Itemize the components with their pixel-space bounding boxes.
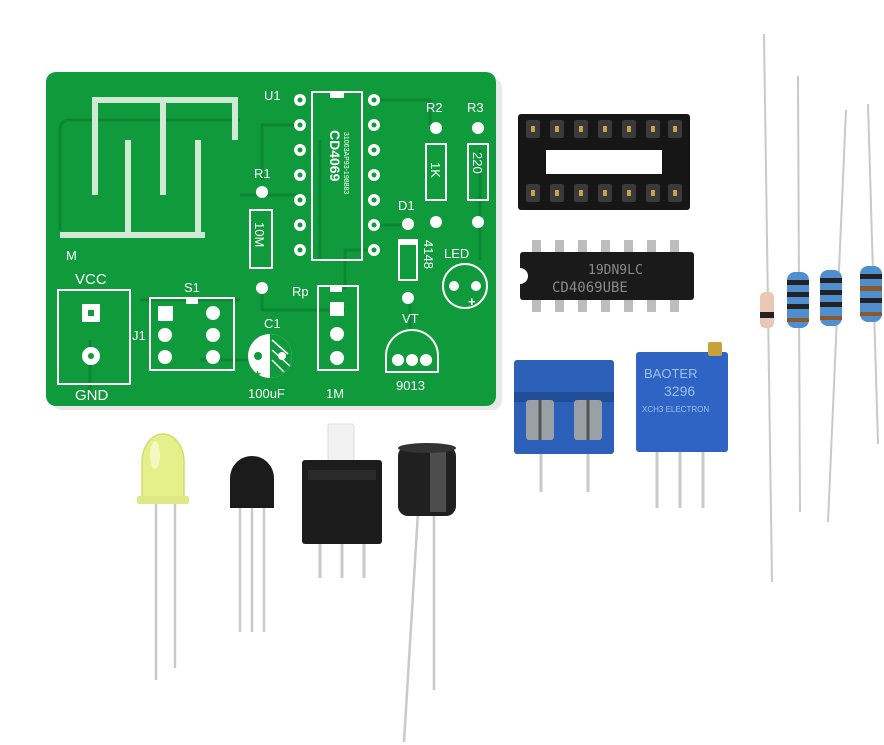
label-vcc: VCC	[75, 271, 107, 288]
push-switch	[302, 423, 382, 578]
rp-pad-3	[330, 351, 344, 365]
label-r1-value: 10M	[252, 222, 267, 247]
r1-pad-top	[256, 186, 268, 198]
screw-terminal	[514, 360, 614, 492]
transistor	[230, 456, 274, 632]
rp-pad-1	[330, 302, 344, 316]
label-ic-code: 31063AP93-198883	[342, 132, 349, 194]
j1-outline	[57, 289, 131, 385]
r3-pad-bottom	[472, 216, 484, 228]
label-r1: R1	[254, 166, 271, 181]
label-rp: Rp	[292, 284, 309, 299]
d1-pad-bottom	[402, 292, 414, 304]
r1-outline	[249, 209, 273, 269]
label-d1: D1	[398, 198, 415, 213]
trimmer-marking-line1: BAOTER	[644, 366, 697, 381]
label-r3-value: 220	[470, 152, 485, 174]
r2-pad-top	[430, 122, 442, 134]
vt-pad-3	[420, 354, 432, 366]
trimmer-marking-line2: 3296	[664, 383, 695, 399]
r3-outline	[467, 143, 489, 201]
r1-pad-bottom	[256, 282, 268, 294]
d1-band	[399, 240, 417, 245]
label-r2: R2	[426, 100, 443, 115]
label-m: M	[66, 248, 77, 263]
label-c1-value: 100uF	[248, 386, 285, 401]
ic-chip: 19DN9LC CD4069UBE	[520, 240, 694, 312]
label-u1: U1	[264, 88, 281, 103]
led	[137, 433, 189, 680]
label-j1: J1	[132, 328, 146, 343]
resistor-2	[820, 109, 847, 523]
chip-marking-line2: CD4069UBE	[552, 280, 628, 296]
led-pad-1	[449, 281, 459, 291]
rp-pad-2	[330, 327, 344, 341]
vt-outline	[385, 329, 439, 373]
pcb-traces	[58, 98, 482, 400]
d1-pad-top	[402, 218, 414, 230]
label-rp-value: 1M	[326, 386, 344, 401]
u1-notch	[330, 92, 344, 98]
label-d1-value: 4148	[421, 240, 436, 269]
s1-pads	[158, 306, 220, 364]
label-led-plus: +	[468, 294, 476, 309]
vt-pad-1	[392, 354, 404, 366]
led-pad-2	[471, 281, 481, 291]
dip-socket	[518, 114, 690, 210]
label-s1: S1	[184, 280, 200, 295]
label-cd4069: CD4069	[327, 130, 343, 182]
trimmer-marking-line3: XCH3 ELECTRON	[642, 405, 709, 414]
r3-pad-top	[472, 122, 484, 134]
label-r3: R3	[467, 100, 484, 115]
label-vt: VT	[402, 311, 419, 326]
label-c1: C1	[264, 316, 281, 331]
r2-pad-bottom	[430, 216, 442, 228]
chip-marking-line1: 19DN9LC	[588, 263, 643, 278]
vt-pad-2	[406, 354, 418, 366]
label-r2-value: 1K	[428, 162, 443, 178]
r2-outline	[425, 143, 447, 201]
circuit-board: M U1 CD4069 31063AP93-198883 R1 10M	[46, 72, 502, 410]
capacitor	[398, 443, 456, 743]
led-outline	[442, 263, 488, 309]
label-led: LED	[444, 246, 469, 261]
label-c1-plus: +	[254, 367, 261, 381]
resistor-3	[860, 103, 882, 445]
diode	[760, 33, 774, 583]
potentiometer: BAOTER 3296 XCH3 ELECTRON	[636, 342, 728, 508]
resistor-1	[787, 75, 809, 513]
antenna-trace	[60, 97, 238, 238]
label-gnd: GND	[75, 387, 109, 404]
label-vt-value: 9013	[396, 378, 425, 393]
